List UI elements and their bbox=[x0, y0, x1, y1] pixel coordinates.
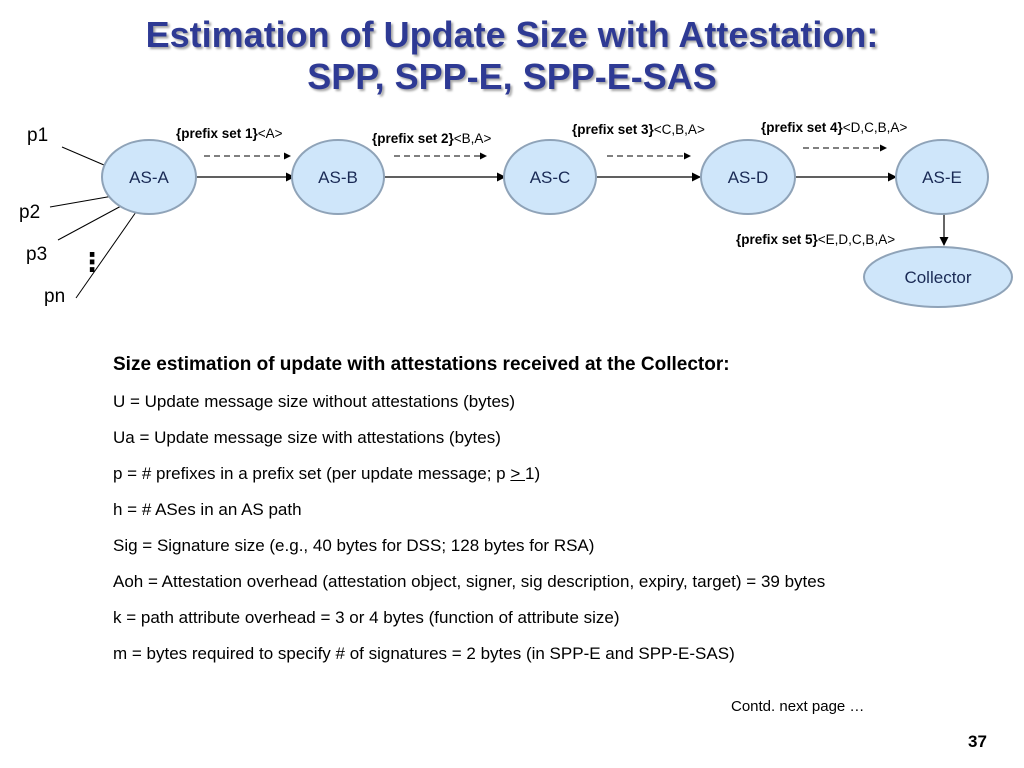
node-label: AS-C bbox=[530, 168, 571, 187]
definition-item: Aoh = Attestation overhead (attestation … bbox=[113, 572, 826, 591]
prefix-pn: pn bbox=[44, 286, 65, 307]
section-heading: Size estimation of update with attestati… bbox=[113, 354, 730, 375]
title-line-2: SPP, SPP-E, SPP-E-SAS bbox=[307, 56, 717, 97]
prefix-p1: p1 bbox=[27, 125, 48, 146]
edge-label-1: {prefix set 1}<A> bbox=[176, 126, 283, 141]
edge-label-4: {prefix set 4}<D,C,B,A> bbox=[761, 120, 907, 135]
definition-list: U = Update message size without attestat… bbox=[113, 384, 993, 672]
p2-line bbox=[49, 195, 114, 208]
node-as-b: AS-B bbox=[291, 139, 385, 215]
definition-item: m = bytes required to specify # of signa… bbox=[113, 644, 735, 663]
edge-label-3: {prefix set 3}<C,B,A> bbox=[572, 122, 705, 137]
definition-item: p = # prefixes in a prefix set (per upda… bbox=[113, 464, 541, 483]
definition-item: U = Update message size without attestat… bbox=[113, 392, 516, 411]
edge-label-2: {prefix set 2}<B,A> bbox=[372, 131, 491, 146]
definition-item: Ua = Update message size with attestatio… bbox=[113, 428, 501, 447]
node-label: Collector bbox=[904, 268, 971, 287]
node-as-c: AS-C bbox=[503, 139, 597, 215]
node-label: AS-D bbox=[728, 168, 769, 187]
definition-item: h = # ASes in an AS path bbox=[113, 500, 302, 519]
p3-line bbox=[57, 204, 124, 241]
node-as-e: AS-E bbox=[895, 139, 989, 215]
vertical-ellipsis: ⋮ bbox=[79, 248, 105, 278]
edge-label-5: {prefix set 5}<E,D,C,B,A> bbox=[736, 232, 895, 247]
p1-line bbox=[61, 146, 105, 166]
title-line-1: Estimation of Update Size with Attestati… bbox=[145, 14, 879, 55]
prefix-p3: p3 bbox=[26, 244, 47, 265]
node-label: AS-B bbox=[318, 168, 358, 187]
node-label: AS-A bbox=[129, 168, 169, 187]
prefix-p2: p2 bbox=[19, 202, 40, 223]
pn-line bbox=[75, 211, 137, 299]
node-as-d: AS-D bbox=[700, 139, 796, 215]
page-number: 37 bbox=[968, 732, 987, 751]
definition-item: Sig = Signature size (e.g., 40 bytes for… bbox=[113, 536, 595, 555]
node-as-a: AS-A bbox=[101, 139, 197, 215]
definition-item: k = path attribute overhead = 3 or 4 byt… bbox=[113, 608, 620, 627]
continued-note: Contd. next page … bbox=[731, 698, 865, 715]
as-path-diagram: p1 p2 p3 pn ⋮ AS-A AS-B AS-C AS-D AS-E C… bbox=[19, 120, 1013, 308]
node-collector: Collector bbox=[863, 246, 1013, 308]
slide-title: Estimation of Update Size with Attestati… bbox=[0, 14, 1024, 98]
node-label: AS-E bbox=[922, 168, 962, 187]
size-estimation-section: Size estimation of update with attestati… bbox=[113, 352, 993, 672]
